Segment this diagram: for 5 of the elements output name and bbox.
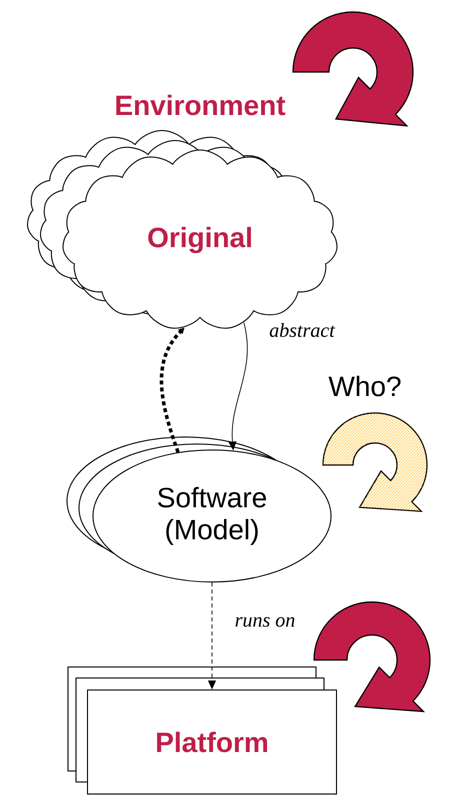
ellipse-stack: Software (Model) (66, 436, 332, 582)
box-stack: Platform (68, 666, 337, 794)
label: Who? (328, 376, 401, 396)
label: Environment (116, 94, 286, 116)
edge-label: runs on (234, 616, 296, 628)
